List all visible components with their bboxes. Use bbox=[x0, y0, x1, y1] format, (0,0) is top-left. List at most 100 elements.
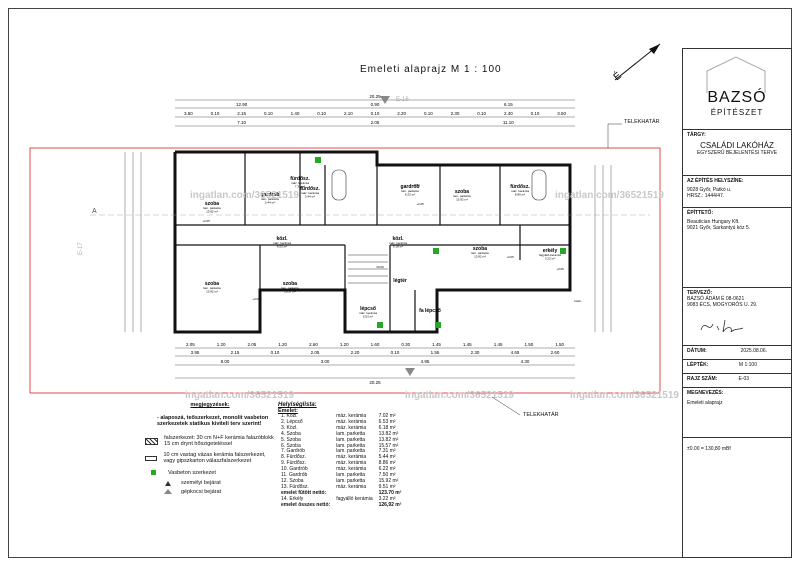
legend-heading: megjegyzések: bbox=[190, 402, 230, 408]
table-cell: 13.82 m² bbox=[378, 430, 399, 437]
level-mark: ±0.00 bbox=[376, 265, 384, 269]
table-cell: 5.44 m² bbox=[378, 454, 396, 461]
car-entrance-icon bbox=[164, 489, 172, 495]
room-name: erkély bbox=[543, 248, 558, 254]
tb-targy: TÁRGY: CSALÁDI LAKÓHÁZ EGYSZERŰ BEJELENT… bbox=[683, 129, 791, 175]
table-cell: 126,92 m² bbox=[378, 501, 402, 508]
dim-bottom-row1: 1.20 bbox=[217, 342, 226, 347]
table-cell: 9. Fürdősz. bbox=[281, 460, 307, 467]
tb-hely-label: AZ ÉPÍTÉS HELYSZÍNE: bbox=[687, 178, 744, 184]
level-mark: +3.05 bbox=[252, 297, 260, 301]
concrete-columns bbox=[315, 157, 566, 328]
tb-lepték: LÉPTÉK: M 1:100 bbox=[683, 359, 791, 373]
table-cell: 8. Fürdősz. bbox=[281, 454, 307, 461]
room-name: szoba bbox=[205, 201, 219, 207]
table-cell: lam. parketta bbox=[336, 472, 366, 479]
table-cell: 6.22 m² bbox=[378, 466, 396, 473]
room-area: 15.92 m² bbox=[456, 198, 468, 202]
tb-epitteto-label: ÉPÍTTETŐ: bbox=[687, 210, 714, 216]
table-cell: 15.92 m² bbox=[378, 477, 399, 484]
dim-top-row2: 3.50 bbox=[184, 111, 193, 116]
room-name: légtér bbox=[393, 278, 407, 284]
tb-lepték-value: M 1:100 bbox=[738, 362, 757, 368]
legend-item-concrete: Vasbeton szerkezet bbox=[168, 469, 216, 476]
dim-bottom-row2: 3.95 bbox=[191, 350, 200, 355]
tb-helyszin: AZ ÉPÍTÉS HELYSZÍNE: 9028 Győr, Patkó u.… bbox=[683, 175, 791, 207]
dim-bottom-row2: 1.55 bbox=[431, 350, 440, 355]
legend: megjegyzések: - alaposzá, teőszerkezet, … bbox=[145, 402, 275, 495]
table-cell: máz. kerámia bbox=[336, 460, 367, 467]
table-cell: 7. Gardrób bbox=[281, 448, 305, 455]
table-cell: máz. kerámia bbox=[336, 418, 367, 425]
tb-epitteto-2: 9021 Győr, Sarkantyú köz 5. bbox=[687, 225, 751, 231]
table-cell: 3.22 m² bbox=[378, 495, 396, 502]
dim-bottom-row3: 8.00 bbox=[221, 359, 230, 364]
dim-bottom-row1: 2.05 bbox=[186, 342, 195, 347]
tb-megnev-value: Emeleti alaprajz bbox=[687, 400, 723, 406]
dim-bottom-row2: 2.60 bbox=[551, 350, 560, 355]
tb-epitteto: ÉPÍTTETŐ: Beautician Hungary Kft. 9021 G… bbox=[683, 207, 791, 287]
table-cell: 6.53 m² bbox=[378, 418, 396, 425]
table-cell: lam. parketta bbox=[336, 477, 366, 484]
room-area: 5.44 m² bbox=[265, 201, 275, 205]
dims-top bbox=[175, 99, 575, 127]
dim-top-row2: 0.10 bbox=[317, 111, 326, 116]
dim-top-row2: 2.40 bbox=[504, 111, 513, 116]
tb-elevation-value: ±0.00 = 130,80 mBf bbox=[687, 446, 731, 452]
room-finish: máz. kerámia bbox=[301, 191, 319, 195]
table-cell: 6.18 m² bbox=[378, 424, 396, 431]
dim-bottom-row1: 1.60 bbox=[371, 342, 380, 347]
room-name: szoba bbox=[283, 281, 297, 287]
wall-hatch-icon bbox=[145, 437, 159, 445]
telekhatar-leader-bottom bbox=[491, 396, 521, 416]
table-cell: 7.50 m² bbox=[378, 472, 396, 479]
concrete-square-icon bbox=[151, 470, 156, 476]
legend-item-person: személyi bejárat bbox=[181, 480, 221, 486]
dim-bottom-row1: 1.50 bbox=[555, 342, 564, 347]
level-mark: +3.05 bbox=[202, 219, 210, 223]
dim-top-row2: 2.20 bbox=[397, 111, 406, 116]
table-cell: emelet fűtött nettó: bbox=[281, 489, 327, 496]
telekhatar-label-bottom: TELEKHATÁR bbox=[523, 412, 559, 418]
dim-top-row1: 6.15 bbox=[504, 102, 513, 107]
table-cell: 123.70 m² bbox=[378, 489, 402, 496]
level-mark: +3.05 bbox=[416, 202, 424, 206]
tb-tervezo-label: TERVEZŐ: bbox=[687, 290, 713, 296]
telekhatar-label-top: TELEKHATÁR bbox=[624, 119, 660, 125]
tb-tervezo: TERVEZŐ: BAZSÓ ÁDÁM É 08-0621 9083 ÉCS, … bbox=[683, 287, 791, 345]
dim-bottom-row2: 2.30 bbox=[471, 350, 480, 355]
table-cell: emelet összes nettó: bbox=[281, 501, 331, 508]
dim-bottom-row1: 1.20 bbox=[278, 342, 287, 347]
dim-top-row2: 3.50 bbox=[557, 111, 566, 116]
dim-total-top: 20.25 bbox=[369, 94, 381, 99]
dim-top-row3: 2.05 bbox=[371, 120, 380, 125]
table-cell: lam. parketta bbox=[336, 442, 366, 449]
room-finish: máz. kerámia bbox=[273, 241, 291, 245]
room-finish: lam. parketta bbox=[203, 206, 221, 210]
drawing-title: Emeleti alaprajz M 1 : 100 bbox=[360, 64, 502, 75]
dim-bottom-row2: 4.65 bbox=[511, 350, 520, 355]
stairs bbox=[348, 254, 388, 284]
room-name: közl. bbox=[276, 236, 288, 242]
section-label-left: E-17 bbox=[78, 242, 84, 255]
table-cell: lam. parketta bbox=[336, 448, 366, 455]
dims-bottom bbox=[175, 347, 575, 379]
table-cell: 4. Szoba bbox=[281, 430, 301, 437]
table-cell bbox=[333, 503, 375, 509]
house-logo-icon bbox=[706, 56, 766, 93]
dim-bottom-row2: 2.20 bbox=[351, 350, 360, 355]
tb-elevation: ±0.00 = 130,80 mBf bbox=[683, 437, 791, 557]
legend-item-wall: falszerkezet: 30 cm N+F kerámia falazóbl… bbox=[164, 434, 274, 448]
room-finish: lam. parketta bbox=[453, 194, 471, 198]
level-mark: +3.04 bbox=[412, 183, 420, 187]
person-entrance-icon bbox=[165, 480, 171, 486]
